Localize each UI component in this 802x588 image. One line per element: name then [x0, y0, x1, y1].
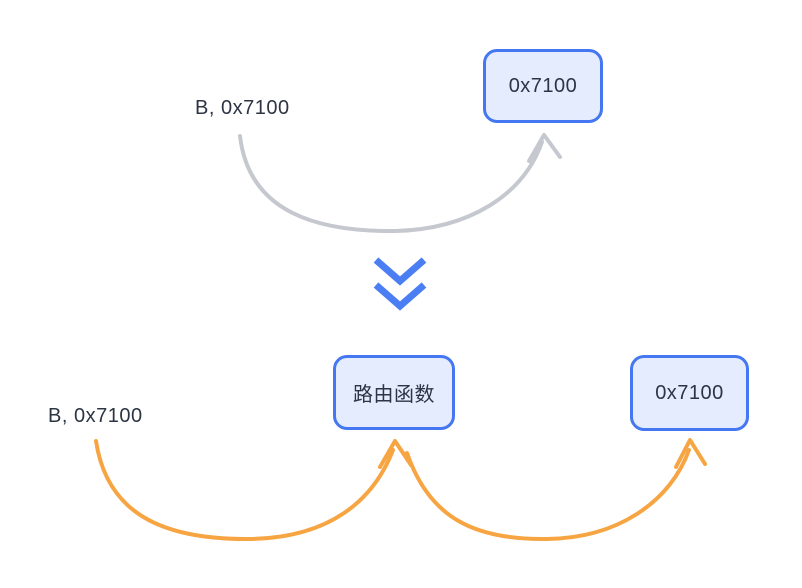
label-call-source-top: B, 0x7100 [195, 97, 290, 119]
arrow-router-to-target [405, 438, 707, 542]
arrow-direct-call [238, 133, 562, 234]
node-address-bottom: 0x7100 [630, 355, 749, 431]
arrow-to-router-shaft [94, 439, 395, 541]
chevron-upper-stroke [373, 257, 427, 286]
node-router-function: 路由函数 [333, 355, 455, 430]
double-chevron-down-icon [373, 257, 427, 311]
arrow-direct-call-shaft [238, 134, 544, 234]
arrow-router-to-target-head [674, 438, 707, 469]
node-address-top: 0x7100 [483, 49, 603, 123]
arrow-router-to-target-shaft [405, 448, 691, 542]
arrow-direct-call-head [527, 133, 562, 163]
label-call-source-bottom: B, 0x7100 [48, 405, 143, 427]
arrow-to-router [94, 439, 413, 541]
chevron-lower-stroke [373, 282, 427, 311]
arrow-to-router-head [378, 439, 413, 469]
